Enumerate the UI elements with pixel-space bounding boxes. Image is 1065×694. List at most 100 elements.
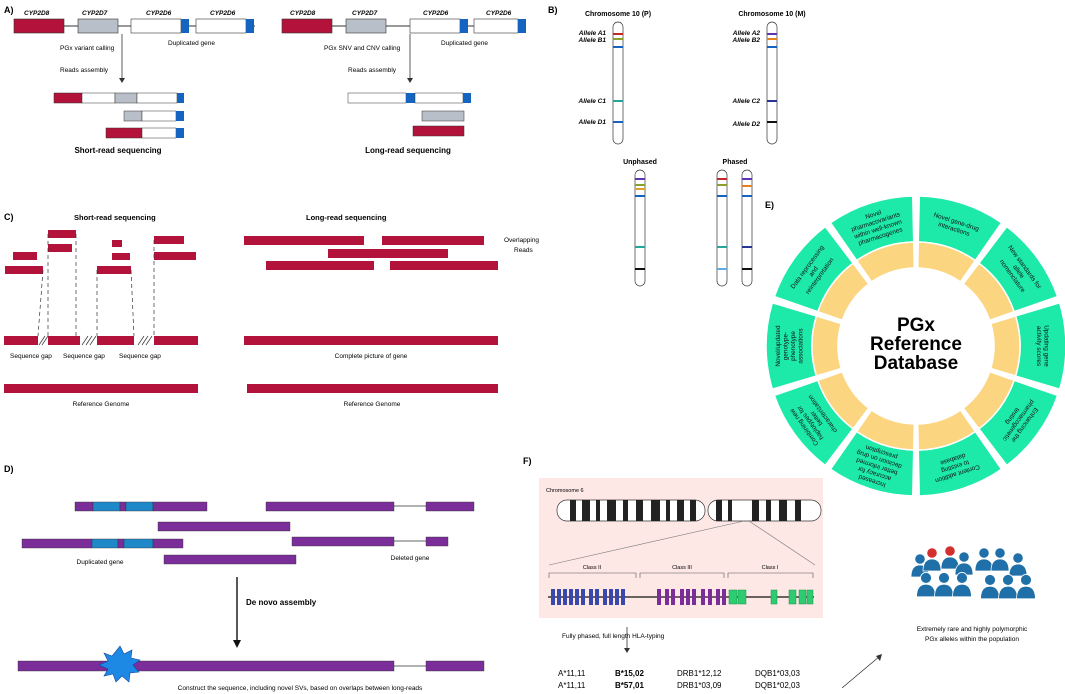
panel-b: B) Chromosome 10 (P) Chromosome 10 (M) A… [548,5,806,287]
person-icon-head [914,553,926,565]
reference-genome-bar [247,384,498,393]
allele-label: Allele A2 [732,30,761,37]
hla-type: B*57,01 [615,681,644,690]
sequence-gap-label: Sequence gap [119,353,161,360]
chromosome-6-label: Chromosome 6 [546,488,584,494]
person-icon-body [934,583,954,598]
population-caption: Extremely rare and highly polymorphic [917,626,1028,633]
allele-band [767,121,777,123]
arrow-head [233,640,241,648]
hla-type: DQB1*03,03 [755,669,800,678]
person-icon-body [916,583,936,598]
wheel-segment-label: Updating geneactivity scores [1035,325,1050,367]
wheel-title-line2: Reference [870,334,962,355]
allele-band [635,188,645,190]
arrow-head [876,654,882,661]
person-icon-head [978,547,990,559]
hla-typing-label: Fully phased, full length HLA-typing [562,633,665,640]
unphased-title: Unphased [623,159,657,166]
hla-class-ii-gene [551,589,555,605]
person-icon-body [954,562,974,576]
allele-label: Allele C1 [578,98,607,105]
allele-band [635,195,645,197]
read-purple [291,536,395,547]
person-icon-body [998,585,1018,600]
gene-box-cyp2d8 [281,18,333,34]
assembled-segment [4,336,38,345]
read-segment [136,92,178,104]
allele-label: Allele D1 [578,119,607,126]
gap-hatch [85,335,93,346]
person-icon-body [974,558,994,572]
read-purple [117,538,125,549]
hla-class-i-gene [806,589,814,605]
allele-label: Allele C2 [732,98,761,105]
panel-a-label: A) [4,5,14,15]
allele-band [742,268,752,270]
reference-genome-bar [4,384,198,393]
gap-dashed-line [130,269,135,337]
allele-band [613,100,623,102]
allele-band [613,38,623,40]
allele-band [635,184,645,186]
hla-class-ii-gene [557,589,561,605]
read-segment [463,93,471,103]
gap-hatch [137,335,145,346]
gene-box-cyp2d7 [345,18,387,34]
gene-label: CYP2D6 [486,10,512,17]
short-read [112,240,122,247]
hla-class-ii-gene [621,589,625,605]
chromosome-p-title: Chromosome 10 (P) [585,11,651,18]
allele-band [742,178,752,180]
gap-hatch [41,335,49,346]
panel-b-label: B) [548,5,558,15]
gap-hatch [38,335,46,346]
hla-class-ii-gene [609,589,613,605]
gap-hatch [89,335,97,346]
allele-band [767,38,777,40]
allele-band [717,184,727,186]
read-purple [157,521,291,532]
read-purple [152,538,184,549]
read-segment [141,127,177,139]
class-bracket [548,572,637,578]
arrow-line [841,655,881,689]
complete-gene-label: Complete picture of gene [335,353,408,360]
read-segment [105,127,143,139]
gene-label: CYP2D8 [24,10,50,17]
person-icon-head [956,572,968,584]
wheel-title-line1: PGx [897,315,935,336]
hla-class-ii-gene [595,589,599,605]
arrow-head [119,78,125,83]
chromosome-m [766,21,778,145]
assembled-segment [154,336,198,345]
read-purple [119,501,127,512]
allele-band [717,195,727,197]
hla-class-ii-gene [563,589,567,605]
wheel-title-line3: Database [874,353,959,374]
allele-band [635,178,645,180]
sequence-gap-label: Sequence gap [63,353,105,360]
read-segment [412,125,465,137]
read-blue [123,538,154,549]
hla-type-table: A*11,11 B*15,02 DRB1*12,12 DQB1*03,03 A*… [558,669,800,690]
reference-genome-label: Reference Genome [344,401,401,408]
chromosome-m-title: Chromosome 10 (M) [738,11,805,18]
chromosome-phased-m [741,169,753,287]
hla-class-i-gene [788,589,797,605]
long-read [328,249,448,258]
gene-box-cyp2d6-dup [473,18,519,34]
hla-class-iii-gene [686,589,690,605]
gap-dashed-line [37,269,44,337]
allele-label: Allele B1 [578,37,607,44]
wheel-center [838,268,994,424]
read-blue [92,501,121,512]
allele-band [767,46,777,48]
person-icon-head [1020,574,1032,586]
person-icon-body [1008,563,1028,577]
person-icon-head [984,574,996,586]
read-segment [81,92,116,104]
gene-box-cyp2d7 [77,18,119,34]
duplicated-gene-label: Duplicated gene [77,559,124,566]
